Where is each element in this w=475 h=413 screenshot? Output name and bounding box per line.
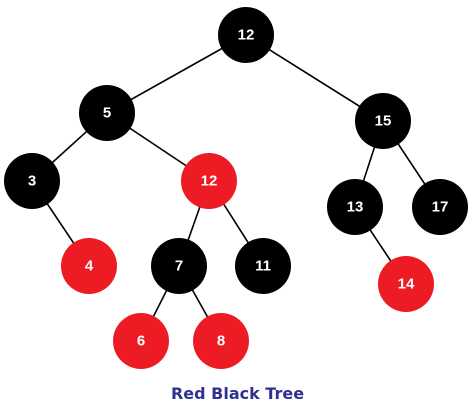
- tree-node-black: 13: [327, 179, 383, 235]
- node-value-label: 7: [175, 258, 183, 275]
- node-circle: [235, 238, 291, 294]
- node-value-label: 3: [28, 173, 36, 190]
- tree-node-red: 8: [193, 313, 249, 369]
- node-value-label: 17: [432, 199, 449, 216]
- node-circle: [412, 179, 468, 235]
- node-value-label: 4: [85, 258, 94, 275]
- node-value-label: 6: [137, 333, 145, 350]
- node-circle: [113, 313, 169, 369]
- tree-node-red: 12: [181, 153, 237, 209]
- node-circle: [151, 238, 207, 294]
- tree-node-black: 15: [355, 93, 411, 149]
- node-value-label: 5: [103, 105, 111, 122]
- diagram-caption: Red Black Tree: [170, 384, 305, 403]
- node-circle: [61, 238, 117, 294]
- tree-node-black: 17: [412, 179, 468, 235]
- tree-node-black: 12: [218, 7, 274, 63]
- tree-node-black: 5: [79, 85, 135, 141]
- node-value-label: 12: [201, 173, 218, 190]
- tree-node-black: 7: [151, 238, 207, 294]
- node-circle: [4, 153, 60, 209]
- node-value-label: 14: [398, 276, 415, 293]
- node-circle: [79, 85, 135, 141]
- node-circle: [355, 93, 411, 149]
- node-value-label: 8: [217, 333, 225, 350]
- node-circle: [327, 179, 383, 235]
- node-circle: [181, 153, 237, 209]
- node-circle: [218, 7, 274, 63]
- node-value-label: 13: [347, 199, 364, 216]
- tree-node-red: 4: [61, 238, 117, 294]
- tree-node-black: 3: [4, 153, 60, 209]
- node-value-label: 11: [255, 258, 271, 275]
- tree-nodes: 12 5 15 3 12 13 17 4 7 11 14 6 8: [4, 7, 468, 369]
- tree-node-red: 6: [113, 313, 169, 369]
- node-value-label: 15: [375, 113, 392, 130]
- node-circle: [193, 313, 249, 369]
- node-value-label: 12: [238, 27, 255, 44]
- tree-node-black: 11: [235, 238, 291, 294]
- node-circle: [378, 256, 434, 312]
- tree-node-red: 14: [378, 256, 434, 312]
